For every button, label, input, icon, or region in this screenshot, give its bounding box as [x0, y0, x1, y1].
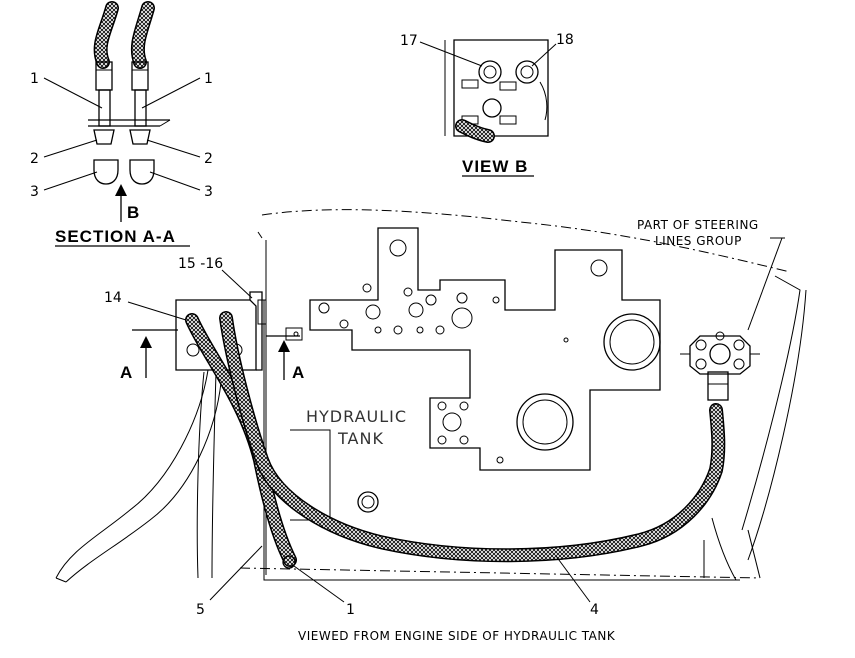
section-aa-title: SECTION A-A [55, 227, 176, 246]
callout-3-left: 3 [30, 184, 39, 200]
callout-18: 18 [556, 32, 574, 48]
callout-2-right: 2 [204, 151, 213, 167]
view-b-detail: 17 18 VIEW B [400, 32, 574, 177]
callout-14: 14 [104, 290, 122, 306]
callout-17: 17 [400, 33, 418, 49]
callout-15-16: 15 -16 [178, 256, 223, 272]
section-aa-detail: 1 1 2 2 3 3 B SECTION A-A [30, 1, 213, 247]
callout-1-right: 1 [204, 71, 213, 87]
callout-1-left: 1 [30, 71, 39, 87]
diagram-caption: VIEWED FROM ENGINE SIDE OF HYDRAULIC TAN… [298, 629, 616, 643]
callout-5: 5 [196, 602, 205, 618]
tank-label-line2: TANK [337, 429, 384, 448]
callout-3-right: 3 [204, 184, 213, 200]
view-b-title: VIEW B [462, 157, 528, 176]
steering-label-line2: LINES GROUP [655, 234, 742, 248]
view-b-arrow-label: B [127, 203, 140, 222]
section-marker-a-right: A [292, 363, 305, 382]
steering-label-line1: PART OF STEERING [637, 218, 759, 232]
callout-2-left: 2 [30, 151, 39, 167]
callout-4: 4 [590, 602, 599, 618]
hydraulic-tank-view: HYDRAULIC TANK [55, 209, 807, 618]
section-marker-a-left: A [120, 363, 133, 382]
tank-label-line1: HYDRAULIC [306, 407, 407, 426]
callout-1-main: 1 [346, 602, 355, 618]
